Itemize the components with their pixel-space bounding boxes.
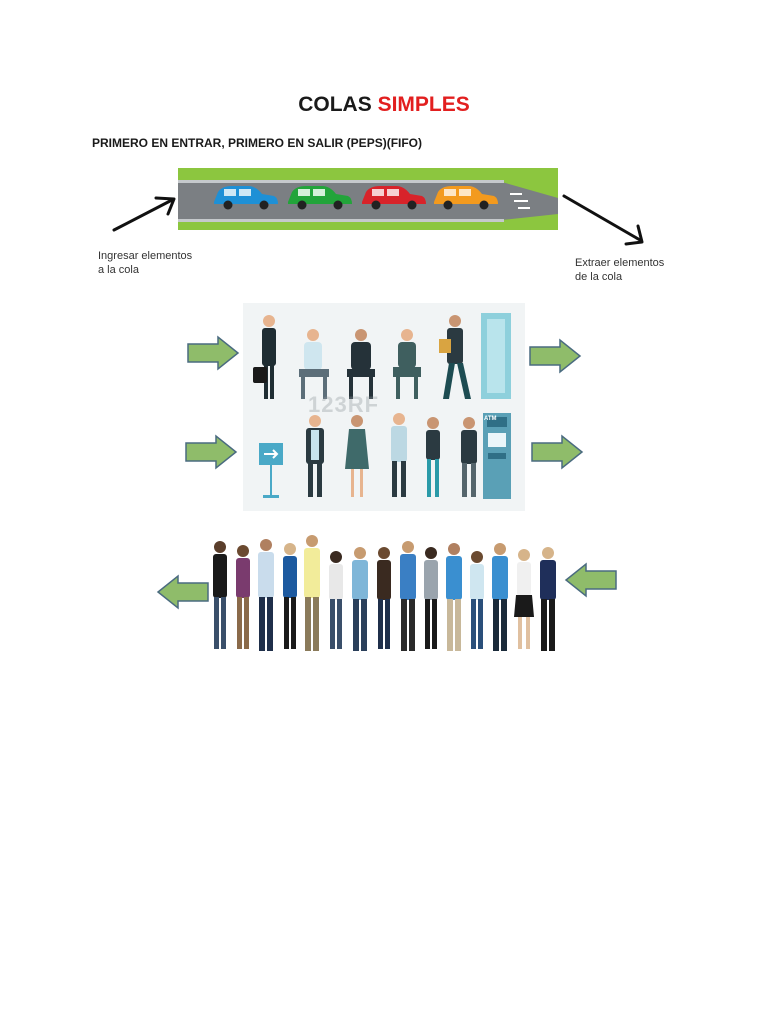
person-icon <box>391 413 407 497</box>
arrow-exit-icon <box>562 194 644 246</box>
person-icon <box>347 329 375 399</box>
sign-icon <box>259 443 283 498</box>
person-icon <box>424 547 438 649</box>
person-icon <box>283 543 297 649</box>
people-queue-illustration <box>243 303 525 511</box>
people-line-figures <box>213 535 556 651</box>
person-icon <box>345 415 369 497</box>
arrow-right-icon <box>185 434 238 470</box>
atm-label: ATM <box>484 416 497 422</box>
person-icon <box>446 543 462 651</box>
page-title: COLAS SIMPLES <box>0 93 768 117</box>
car-icon <box>362 186 426 210</box>
caption-extraer: Extraer elementos de la cola <box>575 257 665 283</box>
person-icon <box>306 415 324 497</box>
person-icon <box>236 545 250 649</box>
arrow-right-icon <box>187 335 240 371</box>
watermark: 123RF <box>308 392 380 417</box>
person-icon <box>426 417 440 497</box>
title-colas: COLAS <box>298 93 372 116</box>
people-figures <box>253 313 511 499</box>
car-icon <box>214 186 278 210</box>
person-icon <box>304 535 320 651</box>
person-icon <box>400 541 416 651</box>
person-icon <box>299 329 329 399</box>
person-icon <box>540 547 556 651</box>
arrow-right-icon <box>531 434 584 470</box>
person-icon <box>377 547 391 649</box>
arrow-left-icon <box>564 562 617 598</box>
road-illustration <box>178 168 558 230</box>
arrow-enter-icon <box>112 196 176 232</box>
car-icon <box>434 186 498 210</box>
arrow-right-icon <box>529 338 582 374</box>
person-icon <box>461 417 477 497</box>
car-icon <box>288 186 352 210</box>
person-icon <box>492 543 508 651</box>
person-icon <box>329 551 343 649</box>
person-icon <box>258 539 274 651</box>
door-icon <box>481 313 511 399</box>
person-icon <box>439 315 471 399</box>
arrow-left-icon <box>156 574 209 610</box>
person-icon <box>470 551 484 649</box>
person-icon <box>253 315 276 399</box>
atm-icon <box>483 413 511 499</box>
person-icon <box>514 549 534 649</box>
person-icon <box>393 329 421 399</box>
title-simples: SIMPLES <box>377 93 470 116</box>
person-icon <box>352 547 368 651</box>
caption-ingresar: Ingresar elementos a la cola <box>98 250 193 276</box>
person-icon <box>213 541 227 649</box>
subtitle: PRIMERO EN ENTRAR, PRIMERO EN SALIR (PEP… <box>92 136 423 150</box>
